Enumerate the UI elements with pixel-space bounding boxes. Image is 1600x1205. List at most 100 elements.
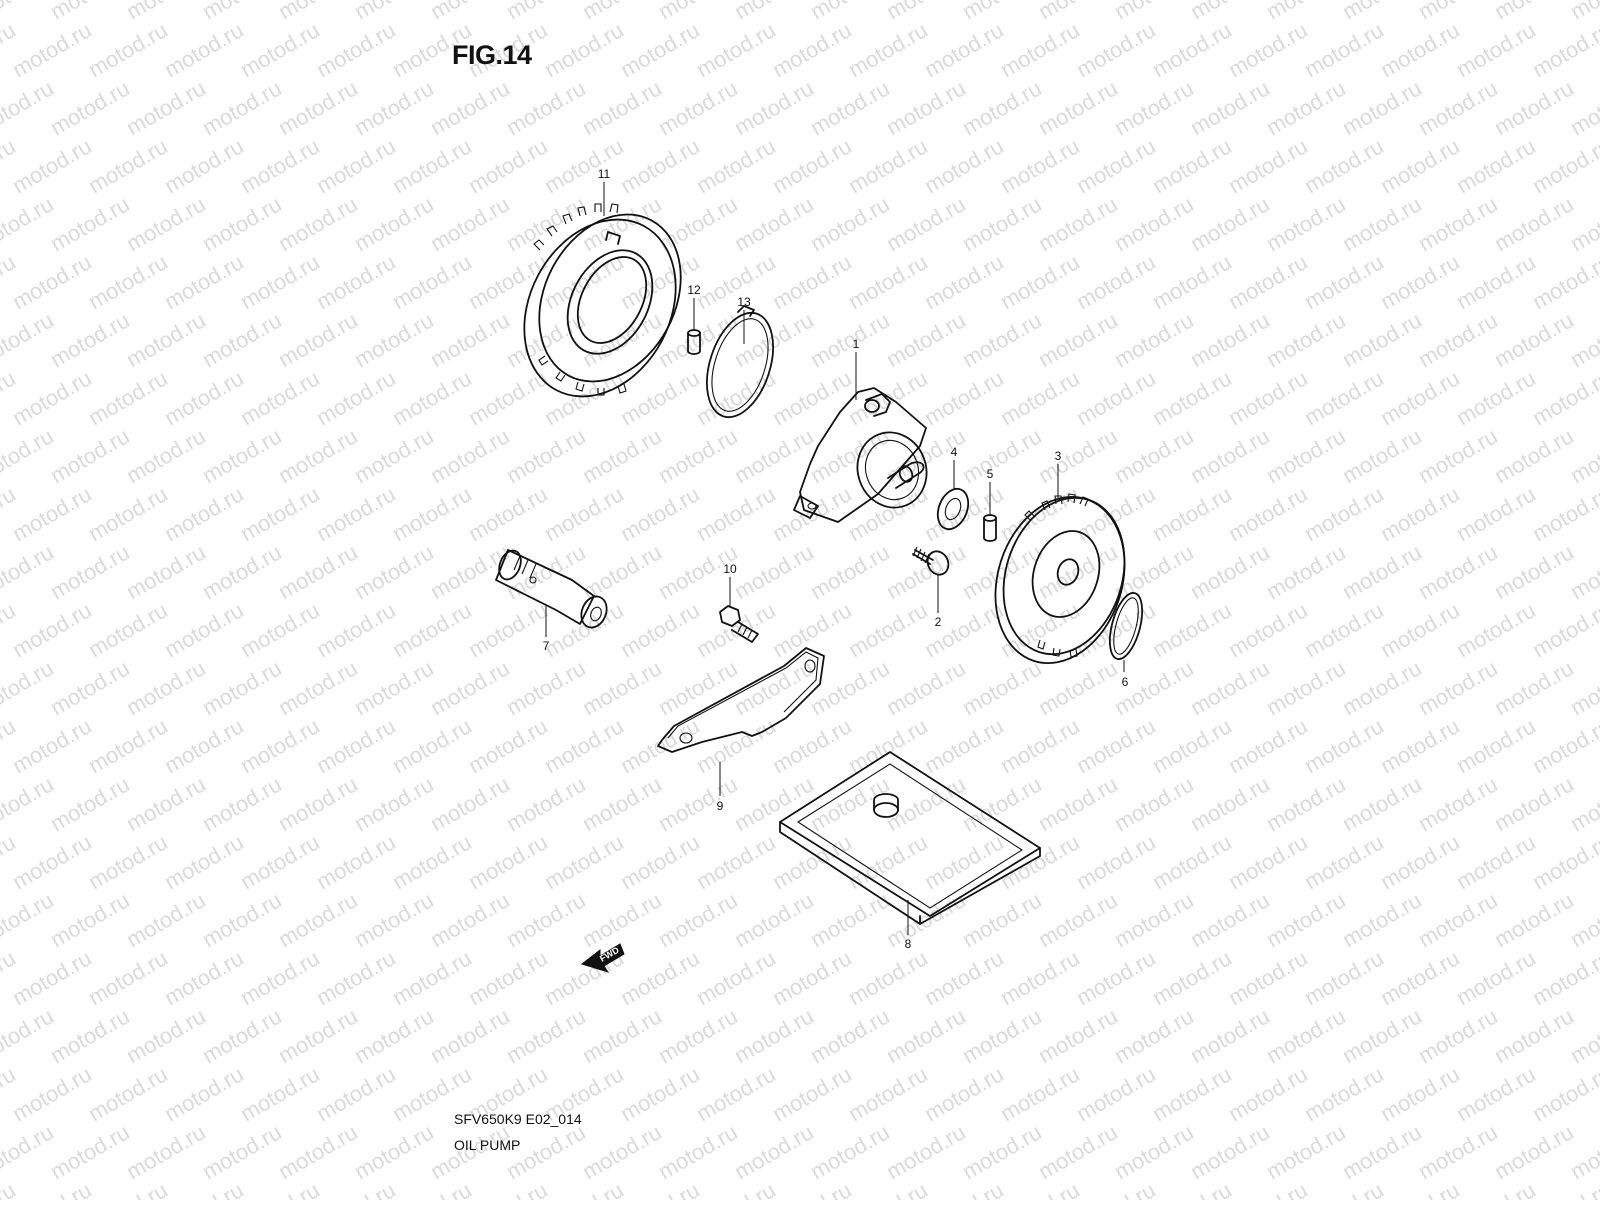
callout-10[interactable]: 10	[723, 562, 737, 576]
watermark-text: motod.ru	[312, 17, 400, 82]
watermark-text: motod.ru	[1148, 1061, 1236, 1126]
watermark-text: motod.ru	[1034, 191, 1122, 256]
watermark-text: motod.ru	[616, 1177, 704, 1200]
watermark-text: motod.ru	[1034, 307, 1122, 372]
screw-2[interactable]	[912, 546, 952, 578]
watermark-text: motod.ru	[1414, 1119, 1502, 1184]
watermark-text: motod.ru	[1224, 481, 1312, 546]
watermark-text: motod.ru	[1300, 1061, 1388, 1126]
watermark-text: motod.ru	[1566, 539, 1600, 604]
callout-12[interactable]: 12	[687, 283, 701, 297]
circlip-13[interactable]	[695, 304, 785, 425]
pump-body-1[interactable]	[793, 387, 937, 523]
watermark-text: motod.ru	[692, 365, 780, 430]
watermark-text: motod.ru	[1566, 0, 1600, 24]
watermark-text: motod.ru	[198, 1119, 286, 1184]
callout-8[interactable]: 8	[905, 937, 912, 951]
watermark-text: motod.ru	[0, 191, 58, 256]
watermark-text: motod.ru	[84, 829, 172, 894]
watermark-text: motod.ru	[692, 17, 780, 82]
watermark-text: motod.ru	[1224, 829, 1312, 894]
callout-9[interactable]: 9	[717, 799, 724, 813]
watermark-text: motod.ru	[1528, 365, 1600, 430]
watermark-text: motod.ru	[616, 945, 704, 1010]
watermark-text: motod.ru	[616, 17, 704, 82]
callout-4[interactable]: 4	[951, 445, 958, 459]
callout-5[interactable]: 5	[987, 467, 994, 481]
callout-1[interactable]: 1	[853, 337, 860, 351]
watermark-text: motod.ru	[1414, 0, 1502, 24]
watermark-text: motod.ru	[1490, 0, 1578, 24]
watermark-text: motod.ru	[46, 771, 134, 836]
oil-strainer-8[interactable]	[779, 751, 1041, 925]
watermark-text: motod.ru	[654, 887, 742, 952]
callout-11[interactable]: 11	[598, 167, 611, 181]
watermark-text: motod.ru	[1490, 423, 1578, 488]
watermark-text: motod.ru	[198, 191, 286, 256]
watermark-text: motod.ru	[692, 945, 780, 1010]
watermark-text: motod.ru	[1110, 75, 1198, 140]
watermark-text: motod.ru	[464, 249, 552, 314]
watermark-text: motod.ru	[122, 0, 210, 24]
watermark-text: motod.ru	[844, 597, 932, 662]
watermark-text: motod.ru	[1110, 771, 1198, 836]
watermark-text: motod.ru	[654, 655, 742, 720]
watermark-text: motod.ru	[540, 1177, 628, 1200]
watermark-text: motod.ru	[1490, 655, 1578, 720]
watermark-text: motod.ru	[654, 771, 742, 836]
washer-4[interactable]	[932, 484, 974, 533]
watermark-text: motod.ru	[388, 133, 476, 198]
watermark-text: motod.ru	[1452, 17, 1540, 82]
callout-7[interactable]: 7	[543, 639, 550, 653]
watermark-text: motod.ru	[236, 713, 324, 778]
watermark-text: motod.ru	[654, 0, 742, 24]
watermark-text: motod.ru	[844, 17, 932, 82]
watermark-text: motod.ru	[198, 0, 286, 24]
watermark-text: motod.ru	[616, 829, 704, 894]
callout-2[interactable]: 2	[935, 615, 942, 629]
watermark-text: motod.ru	[1300, 597, 1388, 662]
watermark-text: motod.ru	[312, 713, 400, 778]
watermark-text: motod.ru	[958, 423, 1046, 488]
callout-6[interactable]: 6	[1122, 675, 1129, 689]
watermark-text: motod.ru	[768, 365, 856, 430]
watermark-text: motod.ru	[0, 423, 58, 488]
callout-13[interactable]: 13	[737, 295, 751, 309]
driven-gear-3[interactable]	[975, 480, 1145, 680]
watermark-text: motod.ru	[236, 829, 324, 894]
watermark-text: motod.ru	[1490, 539, 1578, 604]
watermark-text: motod.ru	[578, 75, 666, 140]
watermark-text: motod.ru	[1186, 0, 1274, 24]
watermark-text: motod.ru	[236, 481, 324, 546]
watermark-text: motod.ru	[388, 713, 476, 778]
watermark-text: motod.ru	[236, 597, 324, 662]
watermark-text: motod.ru	[8, 945, 96, 1010]
bolt-10[interactable]	[719, 605, 759, 643]
watermark-text: motod.ru	[806, 655, 894, 720]
watermark-text: motod.ru	[46, 423, 134, 488]
oil-pressure-switch-7[interactable]	[495, 547, 611, 631]
watermark-text: motod.ru	[1338, 423, 1426, 488]
watermark-text: motod.ru	[160, 1061, 248, 1126]
watermark-text: motod.ru	[274, 423, 362, 488]
pin-5[interactable]	[983, 514, 997, 542]
watermark-text: motod.ru	[0, 1003, 58, 1068]
watermark-text: motod.ru	[654, 1119, 742, 1184]
circlip-6[interactable]	[1104, 590, 1149, 663]
watermark-text: motod.ru	[1300, 829, 1388, 894]
gasket-plate-9[interactable]	[657, 647, 825, 753]
drive-gear-11[interactable]	[495, 190, 709, 423]
watermark-text: motod.ru	[1262, 307, 1350, 372]
watermark-text: motod.ru	[198, 655, 286, 720]
watermark-text: motod.ru	[654, 191, 742, 256]
watermark-text: motod.ru	[1338, 75, 1426, 140]
watermark-text: motod.ru	[844, 249, 932, 314]
watermark-text: motod.ru	[84, 133, 172, 198]
watermark-text: motod.ru	[844, 829, 932, 894]
watermark-text: motod.ru	[1224, 249, 1312, 314]
watermark-text: motod.ru	[920, 713, 1008, 778]
watermark-text: motod.ru	[1452, 133, 1540, 198]
callout-3[interactable]: 3	[1055, 449, 1062, 463]
watermark-text: motod.ru	[1452, 481, 1540, 546]
